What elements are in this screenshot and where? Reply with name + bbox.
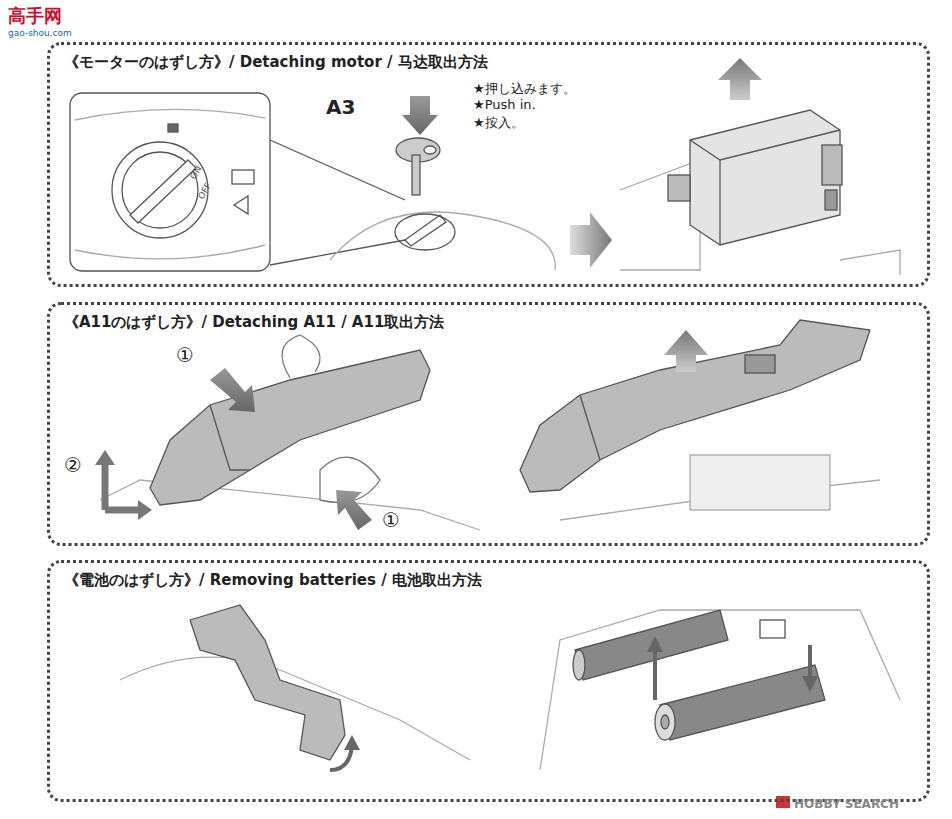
note: ★Push in. (473, 97, 536, 112)
step-panel: 《モーターのはずし方》/ Detaching motor / 马达取出方法 (47, 42, 930, 287)
panel-heading: 《モーターのはずし方》/ Detaching motor / 马达取出方法 (64, 53, 488, 72)
callout-number: ① (382, 508, 400, 532)
note: ★押し込みます。 (473, 80, 576, 98)
panel-heading: 《電池のはずし方》/ Removing batteries / 电池取出方法 (64, 571, 482, 590)
step-panel: 《A11のはずし方》/ Detaching A11 / A11取出方法 (47, 302, 930, 546)
panel-heading: 《A11のはずし方》/ Detaching A11 / A11取出方法 (64, 313, 444, 332)
switch-marking: OFF (196, 181, 213, 201)
watermark: 高手网 (8, 4, 62, 28)
callout-number: ② (64, 453, 82, 477)
watermark: gao-shou.com (8, 28, 72, 38)
note: ★按入。 (473, 114, 524, 132)
watermark: HOBBY SEARCH (794, 797, 899, 811)
part-name: A3 (326, 95, 355, 119)
step-panel: 《電池のはずし方》/ Removing batteries / 电池取出方法 (47, 560, 930, 802)
callout-number: ① (176, 343, 194, 367)
